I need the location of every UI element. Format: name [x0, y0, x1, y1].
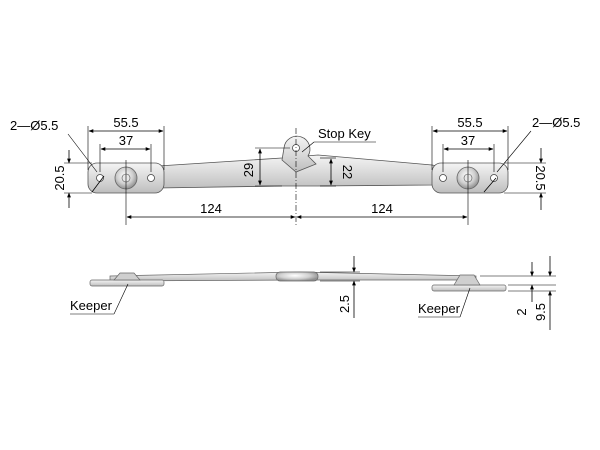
right-hole-leader	[496, 130, 532, 173]
side-view: 2.5 2 9.5 Keeper Keeper	[70, 256, 556, 330]
stop-key-label: Stop Key	[318, 126, 371, 141]
side-left-boss	[113, 272, 141, 281]
right-mounting-hole-2	[490, 174, 498, 182]
right-hole-label: 2—Ø5.5	[532, 115, 580, 130]
center-height-left-text: 29	[241, 163, 256, 177]
right-keeper-leader	[459, 287, 471, 318]
left-span-text: 124	[200, 201, 222, 216]
right-hole-pointer	[483, 177, 497, 193]
left-mounting-hole-2	[147, 174, 155, 182]
left-hole-label: 2—Ø5.5	[10, 118, 58, 133]
side-right-boss	[453, 274, 481, 286]
center-height-right-text: 22	[340, 165, 355, 179]
stop-key	[281, 135, 317, 173]
stop-key-leader	[301, 141, 315, 153]
left-hole-leader	[67, 133, 98, 173]
left-keeper-leader	[113, 283, 129, 315]
left-outer-width-text: 55.5	[113, 115, 138, 130]
right-mounting-hole-1	[439, 174, 447, 182]
left-inner-width-text: 37	[119, 133, 133, 148]
left-keeper-label: Keeper	[70, 298, 113, 313]
right-outer-width-text: 55.5	[457, 115, 482, 130]
right-inner-width-text: 37	[461, 133, 475, 148]
right-keeper-label: Keeper	[418, 301, 461, 316]
side-right-thickness-b-text: 9.5	[533, 303, 548, 321]
right-height-text: 20.5	[533, 165, 548, 190]
top-view: 124 124 55.5 37 55.5 37 20.5 20.5	[10, 115, 580, 225]
side-left-keeper	[89, 279, 165, 287]
right-span-text: 124	[371, 201, 393, 216]
side-center-pivot	[275, 271, 319, 282]
left-height-text: 20.5	[52, 165, 67, 190]
side-right-thickness-a-text: 2	[514, 308, 529, 315]
side-center-thickness-text: 2.5	[337, 295, 352, 313]
left-hole-pointer	[91, 175, 105, 193]
